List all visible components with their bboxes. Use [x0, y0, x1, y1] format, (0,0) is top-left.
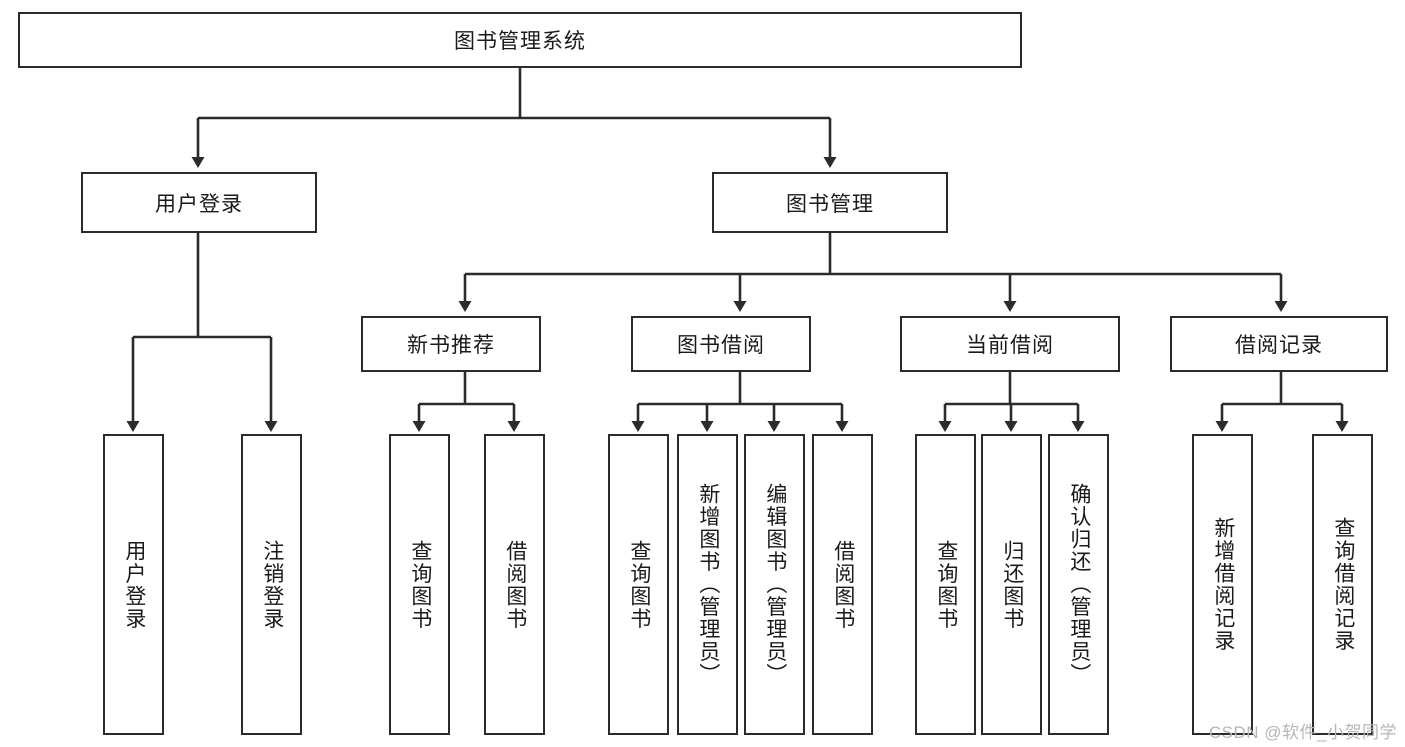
node-book-borrow[interactable]: 图书借阅	[631, 316, 811, 372]
leaf-records-query-record[interactable]: 查询借阅记录	[1312, 434, 1373, 735]
node-root[interactable]: 图书管理系统	[18, 12, 1022, 68]
leaf-label: 归还图书	[1000, 539, 1024, 630]
node-user-login[interactable]: 用户登录	[81, 172, 317, 233]
leaf-label: 查询图书	[627, 539, 651, 630]
node-book-management[interactable]: 图书管理	[712, 172, 948, 233]
leaf-label: 借阅图书	[831, 539, 855, 630]
leaf-user-login-signout[interactable]: 注销登录	[241, 434, 302, 735]
node-root-label: 图书管理系统	[454, 30, 586, 53]
node-current-borrow-label: 当前借阅	[966, 334, 1054, 357]
leaf-records-add-record[interactable]: 新增借阅记录	[1192, 434, 1253, 735]
node-book-management-label: 图书管理	[786, 192, 874, 216]
node-borrow-records[interactable]: 借阅记录	[1170, 316, 1388, 372]
node-new-book-recommend-label: 新书推荐	[407, 334, 495, 357]
leaf-user-login-signin[interactable]: 用户登录	[103, 434, 164, 735]
leaf-borrow-add-book-admin[interactable]: 新增图书（管理员）	[677, 434, 738, 735]
leaf-label: 用户登录	[122, 539, 146, 630]
leaf-label: 新增借阅记录	[1211, 517, 1235, 652]
node-book-borrow-label: 图书借阅	[677, 334, 765, 357]
leaf-new-book-query[interactable]: 查询图书	[389, 434, 450, 735]
watermark-text: CSDN @软件_小贺同学	[1208, 723, 1397, 742]
node-borrow-records-label: 借阅记录	[1235, 334, 1323, 357]
leaf-label: 查询图书	[408, 539, 432, 630]
node-current-borrow[interactable]: 当前借阅	[900, 316, 1120, 372]
leaf-label: 借阅图书	[503, 539, 527, 630]
node-user-login-label: 用户登录	[155, 192, 243, 216]
leaf-borrow-borrow-book[interactable]: 借阅图书	[812, 434, 873, 735]
leaf-borrow-query-book[interactable]: 查询图书	[608, 434, 669, 735]
node-new-book-recommend[interactable]: 新书推荐	[361, 316, 541, 372]
leaf-label: 编辑图书（管理员）	[763, 483, 787, 686]
leaf-current-confirm-return-admin[interactable]: 确认归还（管理员）	[1048, 434, 1109, 735]
leaf-borrow-edit-book-admin[interactable]: 编辑图书（管理员）	[744, 434, 805, 735]
leaf-label: 查询图书	[934, 539, 958, 630]
leaf-label: 注销登录	[260, 539, 284, 630]
leaf-current-query-book[interactable]: 查询图书	[915, 434, 976, 735]
leaf-label: 查询借阅记录	[1331, 517, 1355, 652]
leaf-label: 新增图书（管理员）	[696, 483, 720, 686]
leaf-current-return-book[interactable]: 归还图书	[981, 434, 1042, 735]
leaf-label: 确认归还（管理员）	[1067, 483, 1091, 686]
leaf-new-book-borrow[interactable]: 借阅图书	[484, 434, 545, 735]
